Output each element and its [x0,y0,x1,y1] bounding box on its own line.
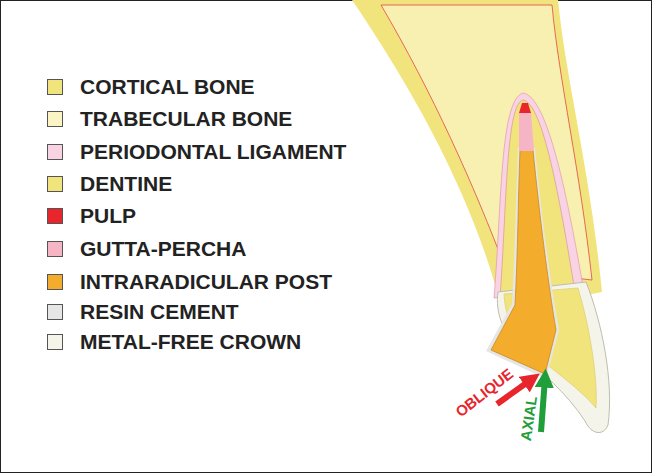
intraradicular-post [491,150,556,374]
legend-label: PULP [80,205,136,226]
legend-label: GUTTA-PERCHA [80,238,246,259]
legend-swatch [47,241,63,257]
legend-entry: PULP [47,205,136,226]
resin-cement [486,148,559,379]
arrow-label: AXIAL [517,395,538,442]
legend-swatch [47,144,63,160]
legend-swatch [47,111,63,127]
legend-entry: INTRARADICULAR POST [47,271,332,292]
legend-swatch [47,304,63,320]
gutta-percha [519,112,534,151]
legend-swatch [47,274,63,290]
legend-label: INTRARADICULAR POST [80,271,332,292]
legend-entry: TRABECULAR BONE [47,108,292,129]
cortical-bone [352,0,602,300]
axial-arrow [541,378,545,432]
legend-entry: RESIN CEMENT [47,301,239,322]
legend-entry: CORTICAL BONE [47,76,255,97]
legend-entry: METAL-FREE CROWN [47,331,301,352]
legend-label: PERIODONTAL LIGAMENT [80,141,346,162]
legend-swatch [47,208,63,224]
pulp [519,103,531,113]
legend-label: RESIN CEMENT [80,301,239,322]
legend-swatch [47,79,63,95]
legend-entry: GUTTA-PERCHA [47,238,246,259]
legend-swatch [47,334,63,350]
legend-swatch [47,176,63,192]
legend-label: CORTICAL BONE [80,76,255,97]
legend-entry: DENTINE [47,173,172,194]
legend-label: DENTINE [80,173,172,194]
legend-entry: PERIODONTAL LIGAMENT [47,141,346,162]
legend-label: METAL-FREE CROWN [80,331,301,352]
arrow-label: OBLIQUE [452,365,515,419]
legend-label: TRABECULAR BONE [80,108,292,129]
